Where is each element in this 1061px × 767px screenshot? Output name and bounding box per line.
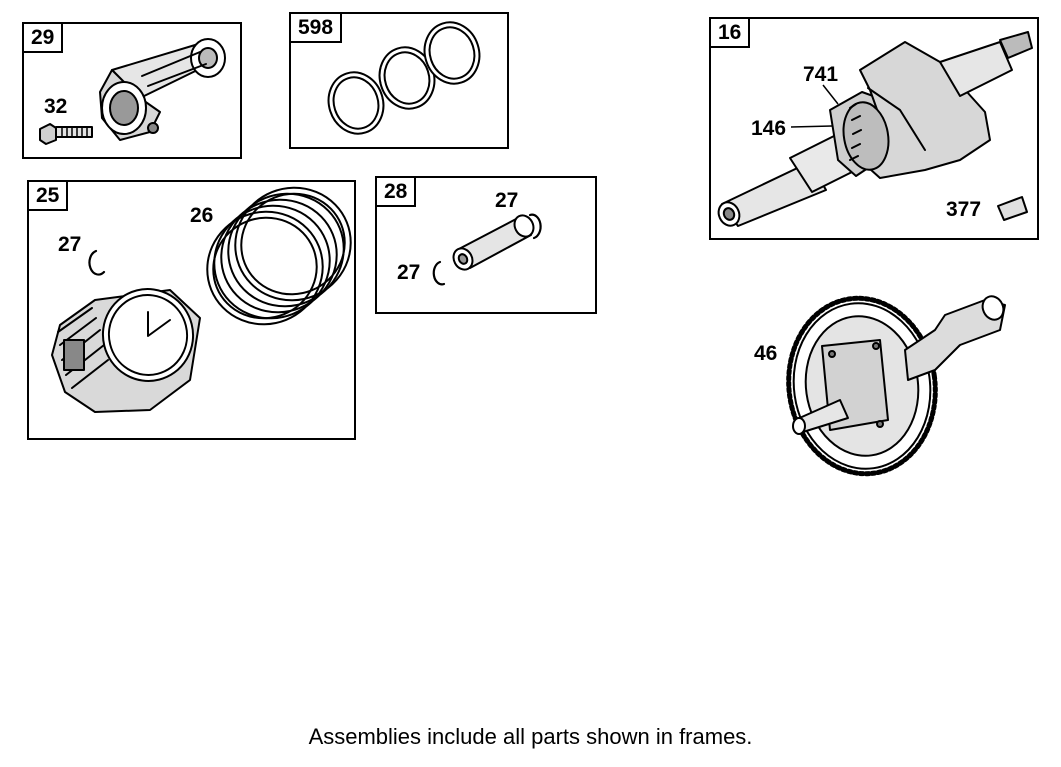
callout-46: 46 [754,342,778,365]
callout-741: 741 [803,63,839,86]
pin-clip-right-drawing [528,213,542,240]
leader-741 [822,84,839,105]
callout-32: 32 [44,95,68,118]
piston-rings-drawing [206,186,352,326]
frame-16-label: 16 [711,19,751,48]
frame-598-label: 598 [291,14,343,43]
callout-27-pin-upper: 27 [495,189,519,212]
piston-drawing [51,288,201,413]
key-drawing [997,196,1028,221]
camshaft-gear-drawing [786,295,1006,477]
rod-bolt-drawing [39,123,93,145]
callout-27-pin-lower: 27 [397,261,421,284]
frame-29-label: 29 [24,24,64,53]
callout-26: 26 [190,204,214,227]
frame-28-label: 28 [377,178,417,207]
retaining-clip-drawing [88,249,106,276]
callout-27-piston: 27 [58,233,82,256]
pin-clip-left-drawing [432,260,446,286]
connecting-rod-drawing [99,38,226,141]
assemblies-note: Assemblies include all parts shown in fr… [308,724,753,749]
callout-377: 377 [946,198,982,221]
crankshaft-drawing [717,31,1033,227]
ring-set-drawing [327,21,481,135]
leader-146 [790,125,833,128]
callout-146: 146 [751,117,787,140]
piston-pin-drawing [452,214,535,271]
frame-25-label: 25 [29,182,69,211]
